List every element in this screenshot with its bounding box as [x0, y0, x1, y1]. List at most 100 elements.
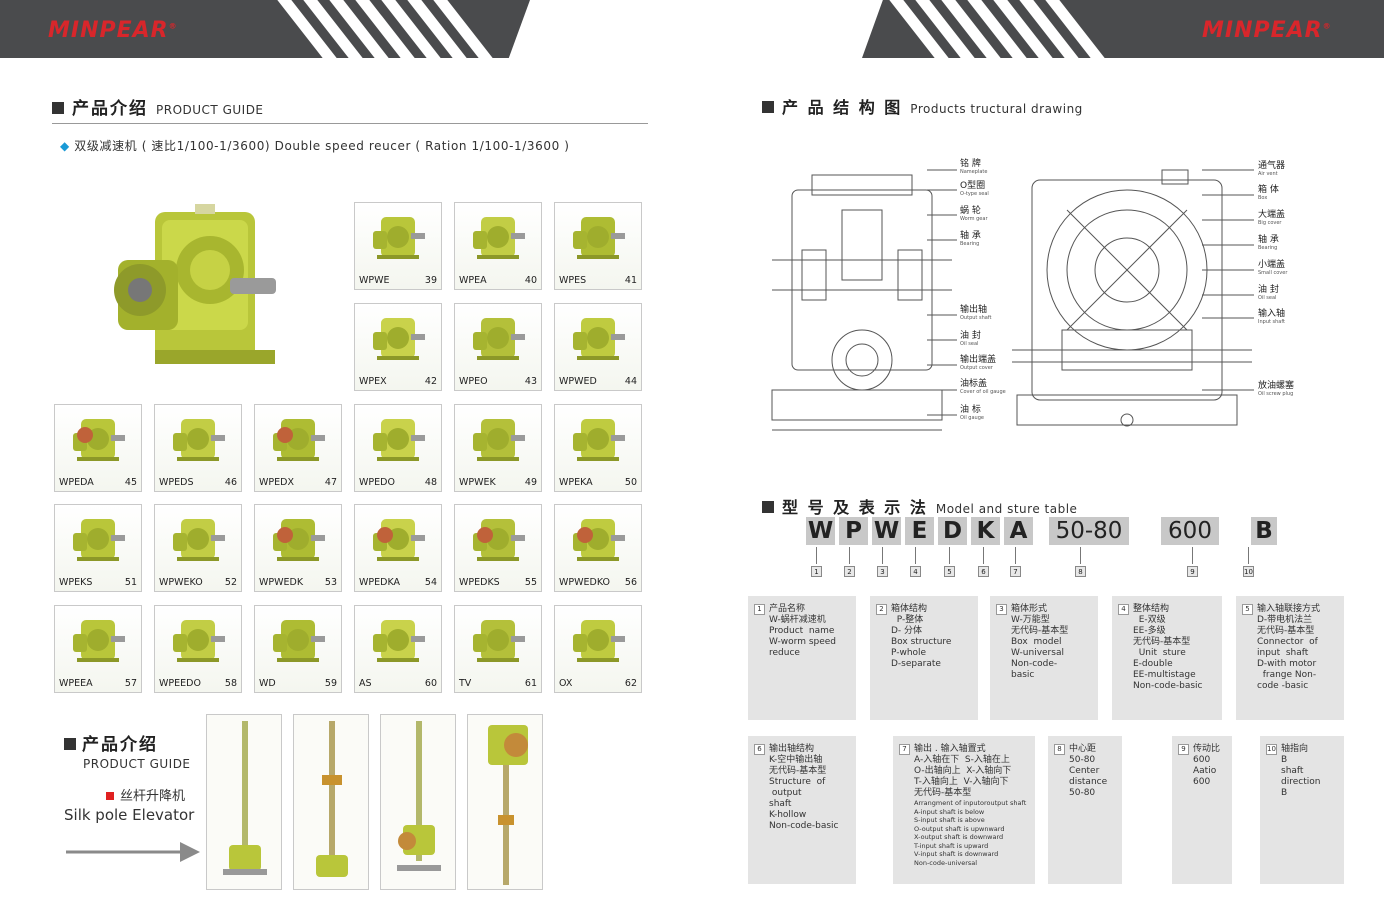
subtitle: ◆ 双级减速机 ( 速比1/100-1/3600) Double speed r… — [60, 137, 570, 154]
product-image — [373, 318, 425, 360]
legend-line-small: S-input shaft is above — [914, 816, 985, 824]
legend-line: EE-多级 — [1133, 626, 1166, 636]
product-name: WD — [259, 678, 276, 689]
product-image — [73, 519, 125, 561]
product-image — [473, 419, 525, 461]
legend-line: Unit sture — [1133, 648, 1186, 658]
legend-line: 无代码-基本型 — [914, 788, 972, 798]
product-name: WPEDX — [259, 477, 294, 488]
brand-logo: MINPEAR® — [48, 18, 178, 43]
model-number-badge: 9 — [1187, 566, 1198, 577]
legend-line: Box model — [1011, 637, 1062, 647]
legend-line: 无代码-基本型 — [1011, 626, 1069, 636]
product-name: WPEKS — [59, 577, 93, 588]
legend-line: W-universal — [1011, 648, 1064, 658]
product-name: WPEA — [459, 275, 487, 286]
legend-line: W-万能型 — [1011, 615, 1050, 625]
model-code-segment: B — [1251, 517, 1277, 545]
square-bullet-icon — [762, 101, 774, 113]
product-name: WPWEKO — [159, 577, 203, 588]
product-image — [573, 620, 625, 662]
header-stripes — [889, 0, 1105, 58]
legend-number: 7 — [899, 744, 910, 755]
legend-line: reduce — [769, 648, 800, 658]
model-number-badge: 6 — [978, 566, 989, 577]
product-image — [173, 519, 225, 561]
product-name: WPES — [559, 275, 587, 286]
model-code-letter: D — [938, 517, 967, 545]
product-page-number: 58 — [224, 678, 237, 689]
product-name: WPEX — [359, 376, 387, 387]
legend-number: 2 — [876, 604, 887, 615]
product-page-number: 43 — [524, 376, 537, 387]
model-code-letter: A — [1004, 517, 1033, 545]
legend-line: D-带电机法兰 — [1257, 615, 1313, 625]
model-tick — [882, 547, 883, 564]
product-tile: WPEKS 51 — [54, 504, 142, 592]
legend-line: K-空中输出轴 — [769, 755, 823, 765]
legend-line: E-双级 — [1133, 615, 1166, 625]
model-code-letter: E — [905, 517, 934, 545]
product-image — [573, 217, 625, 259]
elevator-image-2 — [293, 714, 369, 890]
product-image — [173, 419, 225, 461]
legend-number: 1 — [754, 604, 765, 615]
legend-line: code -basic — [1257, 681, 1309, 691]
model-number-badge: 10 — [1243, 566, 1254, 577]
model-tick — [1192, 547, 1193, 564]
model-code-segment: 600 — [1161, 517, 1219, 545]
product-image — [173, 620, 225, 662]
product-name: TV — [459, 678, 472, 689]
product-name: WPEDKS — [459, 577, 500, 588]
product-image — [573, 519, 625, 561]
legend-line: 600 — [1193, 755, 1211, 765]
product-page-number: 40 — [524, 275, 537, 286]
red-bullet-icon — [106, 792, 114, 800]
product-page-number: 46 — [224, 477, 237, 488]
legend-line: P-整体 — [891, 615, 924, 625]
product-page-number: 51 — [124, 577, 137, 588]
product-name: AS — [359, 678, 372, 689]
legend-line: Non-code-basic — [1133, 681, 1203, 691]
product-caption: WPEA 40 — [459, 275, 537, 286]
legend-line: Non-code- — [1011, 659, 1058, 669]
legend-line: 无代码-基本型 — [1257, 626, 1315, 636]
product-image — [373, 519, 425, 561]
product-image — [473, 318, 525, 360]
legend-line-small: T-input shaft is upward — [914, 841, 989, 850]
square-bullet-icon — [64, 738, 76, 750]
product-name: WPWEK — [459, 477, 496, 488]
product-name: WPEEA — [59, 678, 93, 689]
legend-line: shaft — [1281, 766, 1304, 776]
model-tick — [1080, 547, 1081, 564]
legend-line: K-hollow — [769, 810, 807, 820]
model-code-letter: W — [872, 517, 901, 545]
